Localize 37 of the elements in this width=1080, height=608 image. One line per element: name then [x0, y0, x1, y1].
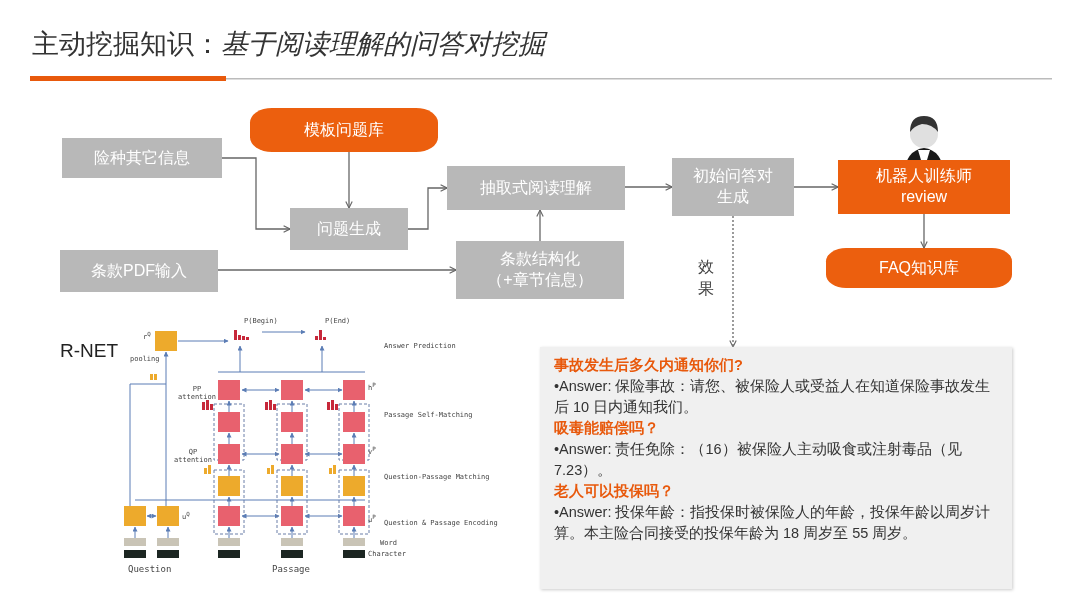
arrow: [407, 184, 448, 230]
arrow: [920, 213, 928, 249]
question-text: 吸毒能赔偿吗？: [554, 419, 660, 439]
arrow: [793, 183, 839, 191]
process-box: [62, 138, 222, 178]
figure-title: R-NET: [60, 340, 119, 362]
process-box: [447, 166, 625, 210]
process-box: [838, 160, 1010, 214]
arrow: [345, 151, 353, 209]
arrow: [729, 215, 737, 348]
answer-text: •Answer: 保险事故：请您、被保险人或受益人在知道保险事故发生后 10 日内通知我们。: [554, 377, 992, 418]
process-box: [60, 250, 218, 292]
answer-panel: [540, 347, 1012, 589]
node-label: FAQ知识库: [879, 257, 959, 278]
figure-label: Question: [128, 565, 172, 575]
node-label: 问题生成: [317, 218, 381, 239]
node-label: 初始问答对生成: [692, 166, 774, 207]
database-shape: [826, 248, 1012, 288]
arrow: [217, 266, 457, 274]
answer-text: •Answer: 投保年龄：指投保时被保险人的年龄，投保年龄以周岁计算。本主险合同接受的投保年龄为 18 周岁至 55 周岁。: [554, 503, 992, 544]
node-label: 模板问题库: [304, 119, 384, 140]
node-label: 条款PDF输入: [91, 260, 187, 281]
arrow: [624, 183, 673, 191]
question-text: 事故发生后多久内通知你们?: [554, 356, 744, 375]
answer-text: •Answer: 责任免除：（16）被保险人主动吸食或注射毒品（见 7.23）。: [554, 440, 963, 481]
node-label: 机器人训练师review: [875, 166, 973, 207]
node-label: 条款结构化（+章节信息）: [486, 249, 594, 290]
node-label: 险种其它信息: [94, 147, 190, 168]
process-box: [672, 158, 794, 216]
arrow: [221, 157, 291, 233]
figure-label: Passage: [272, 565, 310, 575]
question-text: 老人可以投保吗？: [554, 482, 675, 502]
process-box: [456, 241, 624, 299]
process-box: [290, 208, 408, 250]
node-label: 抽取式阅读理解: [480, 177, 592, 198]
database-shape: [250, 108, 438, 152]
arrow: [536, 209, 544, 242]
